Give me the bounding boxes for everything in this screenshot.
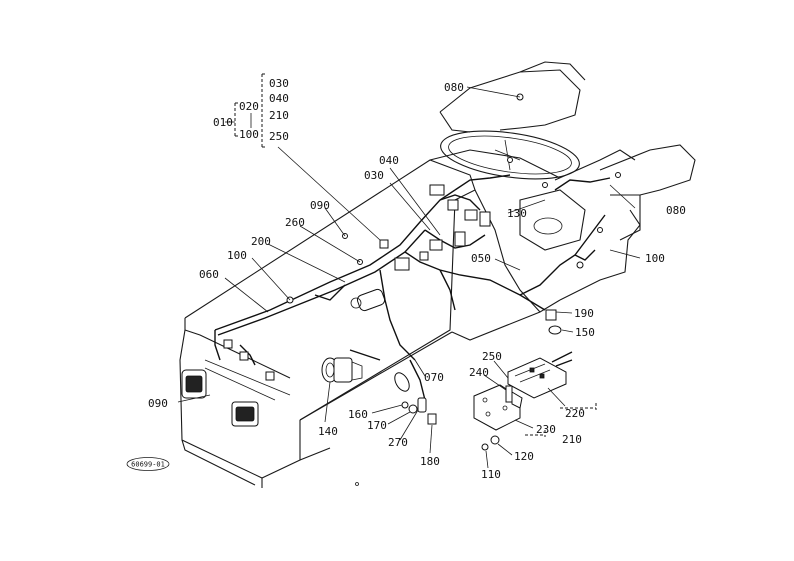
callout-120: 120 — [514, 450, 534, 463]
callout-210: 210 — [562, 433, 582, 446]
callout-190: 190 — [574, 307, 594, 320]
callout-130: 130 — [507, 207, 527, 220]
callout-250-group: 250 — [269, 130, 289, 143]
callout-060: 060 — [199, 268, 219, 281]
leader-lines — [177, 86, 641, 469]
callout-090-front: 090 — [148, 397, 168, 410]
callout-100-group: 100 — [239, 128, 259, 141]
callout-240: 240 — [469, 366, 489, 379]
tractor-body — [179, 61, 696, 488]
callout-270: 270 — [388, 436, 408, 449]
callout-090-top: 090 — [310, 199, 330, 212]
callout-050: 050 — [471, 252, 491, 265]
callout-160: 160 — [348, 408, 368, 421]
callout-040: 040 — [379, 154, 399, 167]
callout-100-right: 100 — [645, 252, 665, 265]
callout-070: 070 — [424, 371, 444, 384]
callout-labels: 010 020 100 030 040 210 250 080 080 040 … — [148, 77, 686, 481]
callout-030: 030 — [364, 169, 384, 182]
callout-220: 220 — [565, 407, 585, 420]
callout-140: 140 — [318, 425, 338, 438]
callout-250: 250 — [482, 350, 502, 363]
callout-230: 230 — [536, 423, 556, 436]
callout-200: 200 — [251, 235, 271, 248]
callout-260: 260 — [285, 216, 305, 229]
callout-210-group: 210 — [269, 109, 289, 122]
grouping-brackets — [225, 73, 597, 437]
drawing-code: 60699-01 — [131, 461, 165, 469]
callout-180: 180 — [420, 455, 440, 468]
callout-150: 150 — [575, 326, 595, 339]
callout-030-group: 030 — [269, 77, 289, 90]
callout-020: 020 — [239, 100, 259, 113]
drawing-code-stamp: 60699-01 — [126, 457, 170, 471]
callout-010: 010 — [213, 116, 233, 129]
callout-040-group: 040 — [269, 92, 289, 105]
callout-170: 170 — [367, 419, 387, 432]
main-wire-harness — [214, 93, 621, 401]
callout-100-left: 100 — [227, 249, 247, 262]
callout-080-fender: 080 — [666, 204, 686, 217]
components — [223, 288, 573, 451]
callout-110: 110 — [481, 468, 501, 481]
callout-080-seat: 080 — [444, 81, 464, 94]
